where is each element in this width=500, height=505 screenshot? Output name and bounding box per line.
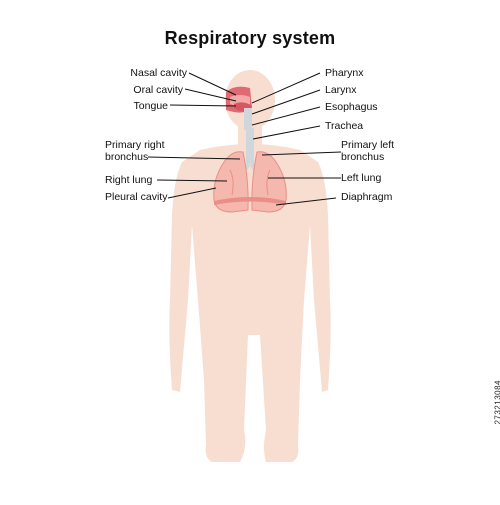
label-pharynx: Pharynx <box>325 67 364 79</box>
left-lung-shape <box>251 151 287 213</box>
label-trachea: Trachea <box>325 120 364 132</box>
label-esophagus: Esophagus <box>325 101 378 113</box>
right-lung-shape <box>213 151 249 213</box>
label-tongue: Tongue <box>133 100 168 112</box>
body-silhouette <box>169 70 331 462</box>
leader-lines <box>147 72 342 206</box>
label-primary-left-bronchus: Primary left bronchus <box>341 139 395 163</box>
diagram-title: Respiratory system <box>164 28 336 48</box>
label-nasal-cavity: Nasal cavity <box>130 67 187 79</box>
label-left-lung: Left lung <box>341 172 382 184</box>
label-diaphragm: Diaphragm <box>341 191 393 203</box>
label-larynx: Larynx <box>325 84 357 96</box>
label-pleural-cavity: Pleural cavity <box>105 191 168 203</box>
label-oral-cavity: Oral cavity <box>133 84 183 96</box>
stock-image-id: 273213084 <box>494 380 500 425</box>
label-primary-right-bronchus: Primary right bronchus <box>105 139 165 163</box>
label-right-lung: Right lung <box>105 174 153 186</box>
diaphragm-shape <box>214 197 286 205</box>
lungs <box>213 151 287 213</box>
